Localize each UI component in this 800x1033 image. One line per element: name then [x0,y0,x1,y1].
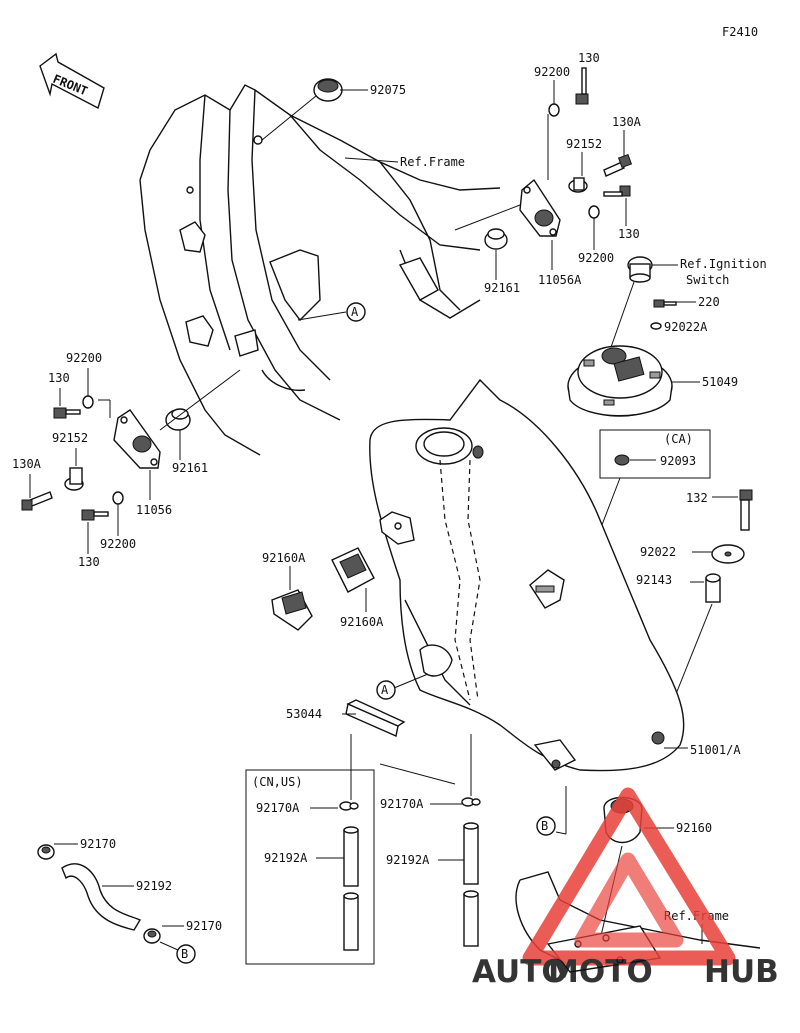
ref-ignition-line2: Switch [686,273,729,287]
svg-text:B: B [541,819,548,833]
washer-92200-left2 [112,491,124,505]
part-92192a-1: 92192A [264,851,308,865]
bolt-130-left2 [81,509,109,521]
bolt-130-top [575,67,589,105]
part-92152-left: 92152 [52,431,88,445]
cap-92075 [313,78,343,102]
part-92152-top: 92152 [566,137,602,151]
damper-92161-top [484,228,508,250]
bolt-130-left [53,407,81,419]
part-92160a-2: 92160A [340,615,384,629]
marker-a-frame: A [346,302,366,322]
part-11056: 11056 [136,503,172,517]
part-51049: 51049 [702,375,738,389]
part-92161-top: 92161 [484,281,520,295]
hose-92192a-1 [343,826,359,951]
bolt-130-top2 [603,185,631,197]
screw-220 [653,299,677,308]
front-arrow-icon: FRONT [39,52,105,110]
svg-text:A: A [381,683,389,697]
part-220: 220 [698,295,720,309]
washer-92200-top2 [588,205,600,219]
collar-92143 [705,573,721,603]
ca-label: (CA) [664,432,693,446]
washer-92022a [650,322,662,330]
marker-a-tank: A [376,680,396,700]
part-92170-1: 92170 [80,837,116,851]
part-92200-top: 92200 [534,65,570,79]
part-92022a: 92022A [664,320,708,334]
part-92192: 92192 [136,879,172,893]
part-11056a: 11056A [538,273,582,287]
bolt-130a-top [603,153,633,177]
part-92093: 92093 [660,454,696,468]
part-130a-left: 130A [12,457,42,471]
part-92200-left: 92200 [66,351,102,365]
part-92200-top2: 92200 [578,251,614,265]
collar-92152-left [64,467,84,491]
part-92143: 92143 [636,573,672,587]
marker-b-left: B [176,944,196,964]
fuel-cap-51049 [567,345,673,417]
bracket-11056a [519,178,561,237]
clip-92170-1 [37,844,55,860]
pad-92160a-2 [331,547,375,593]
part-130a-top: 130A [612,115,642,129]
washer-92200-left [82,395,94,409]
cn-us-box [245,769,375,965]
pad-92160a-1 [271,589,313,631]
ignition-switch-ref [627,256,653,283]
part-130-left2: 130 [78,555,100,569]
marker-b-tank: B [536,816,556,836]
clip-92170a-2 [461,797,481,807]
clip-92170-2 [143,928,161,944]
bolt-130a-left [21,491,53,511]
part-92022: 92022 [640,545,676,559]
hose-92192a-2 [463,822,479,947]
part-53044: 53044 [286,707,322,721]
frame [139,84,501,456]
part-51001: 51001/A [690,743,741,757]
seal-92093 [614,454,630,466]
collar-92152-top [568,177,588,193]
ca-bracket [599,429,711,479]
damper-92161-left [165,408,191,431]
part-92200-left2: 92200 [100,537,136,551]
part-132: 132 [686,491,708,505]
part-92170-2: 92170 [186,919,222,933]
pad-53044 [345,699,406,737]
part-92075: 92075 [370,83,406,97]
fuel-tank-51001 [369,378,685,772]
figure-code: F2410 [722,25,758,39]
part-130-left: 130 [48,371,70,385]
watermark-text-2: MOTO [548,954,653,990]
cn-us-label: (CN,US) [252,775,303,789]
part-92161-left: 92161 [172,461,208,475]
svg-text:A: A [351,305,359,319]
part-92170a-2: 92170A [380,797,424,811]
bolt-132 [739,489,753,531]
part-92160: 92160 [676,821,712,835]
part-130-top2: 130 [618,227,640,241]
hose-92192 [61,863,142,931]
watermark-text-3: HUB [704,954,779,990]
clip-92170a-1 [339,801,359,811]
ref-frame-label-top: Ref.Frame [400,155,465,169]
part-130-top: 130 [578,51,600,65]
part-92160a-1: 92160A [262,551,306,565]
washer-92200-top [548,103,560,117]
bracket-11056 [113,409,161,469]
ref-ignition-line1: Ref.Ignition [680,257,767,271]
watermark-text-1: AUTO [472,954,568,990]
svg-text:B: B [181,947,188,961]
part-92170a-1: 92170A [256,801,300,815]
watermark-logo: AUTO MOTO HUB [472,787,779,990]
part-92192a-2: 92192A [386,853,430,867]
